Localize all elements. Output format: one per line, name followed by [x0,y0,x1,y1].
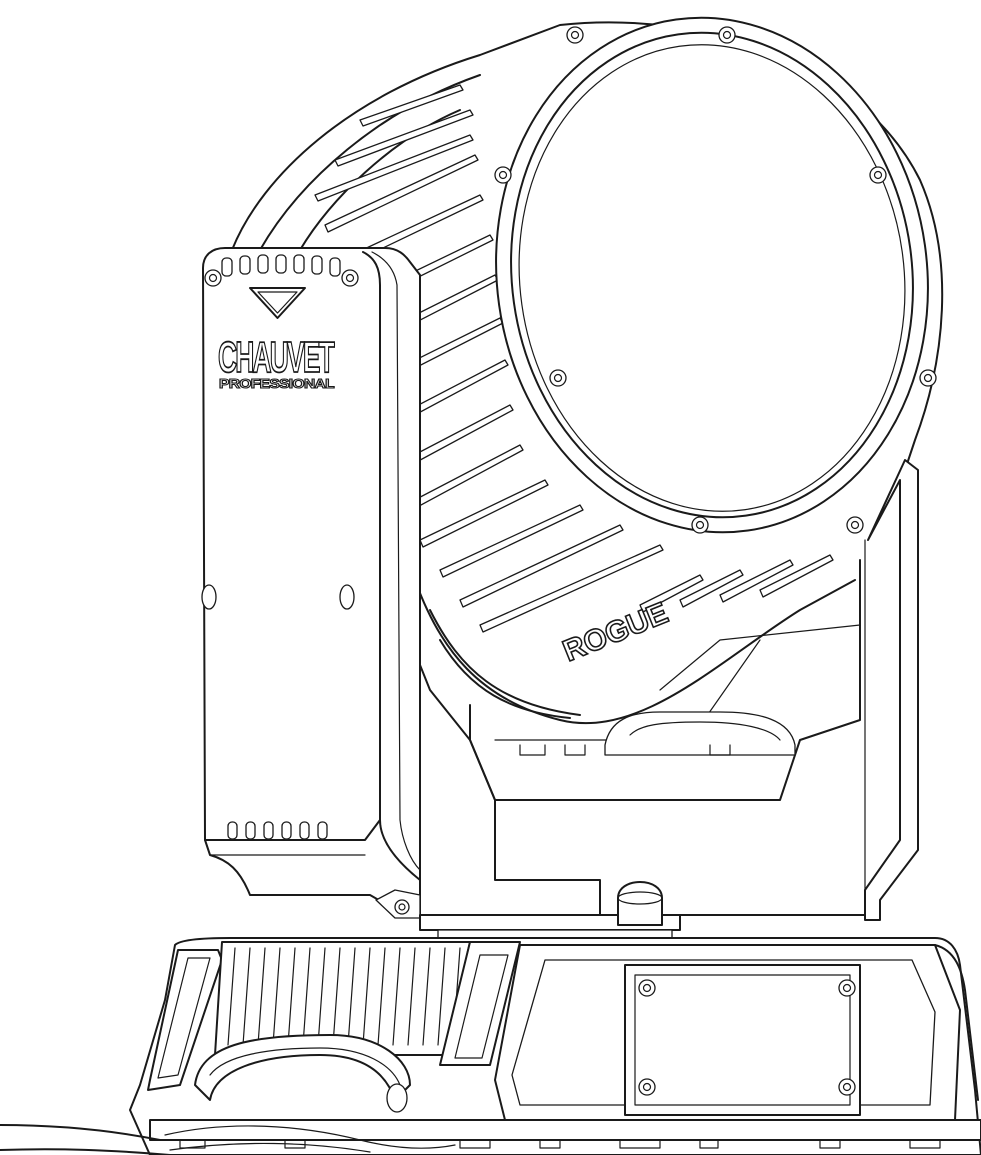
yoke-arm-left [202,247,421,916]
pan-column [419,881,681,941]
screw-icon [718,26,736,44]
brand-logo: CHAUVET PROFESSIONAL [217,287,339,392]
tilt-knob-icon [339,584,355,610]
screw-icon [638,1078,656,1096]
screw-icon [549,369,567,387]
screw-icon [375,889,421,919]
screw-icon [638,979,656,997]
tilt-knob-icon [201,584,217,610]
lens-ring-screws [494,26,937,534]
screw-icon [869,166,887,184]
yoke-arm-right [864,459,919,921]
screw-icon [341,269,359,287]
screw-icon [919,369,937,387]
screw-icon [566,26,584,44]
heatsink-fins [227,947,461,1046]
arm-top-vents [221,254,341,277]
brand-subtitle: PROFESSIONAL [219,376,335,391]
screw-icon [838,979,856,997]
screw-icon [846,516,864,534]
screw-icon [838,1078,856,1096]
screw-icon [204,269,222,287]
screw-icon [691,516,709,534]
screw-icon [494,166,512,184]
brand-name: CHAUVET [218,333,335,382]
power-cables [0,1124,456,1155]
arm-bottom-vents [227,821,328,840]
base [129,937,981,1155]
front-lens [495,16,929,534]
